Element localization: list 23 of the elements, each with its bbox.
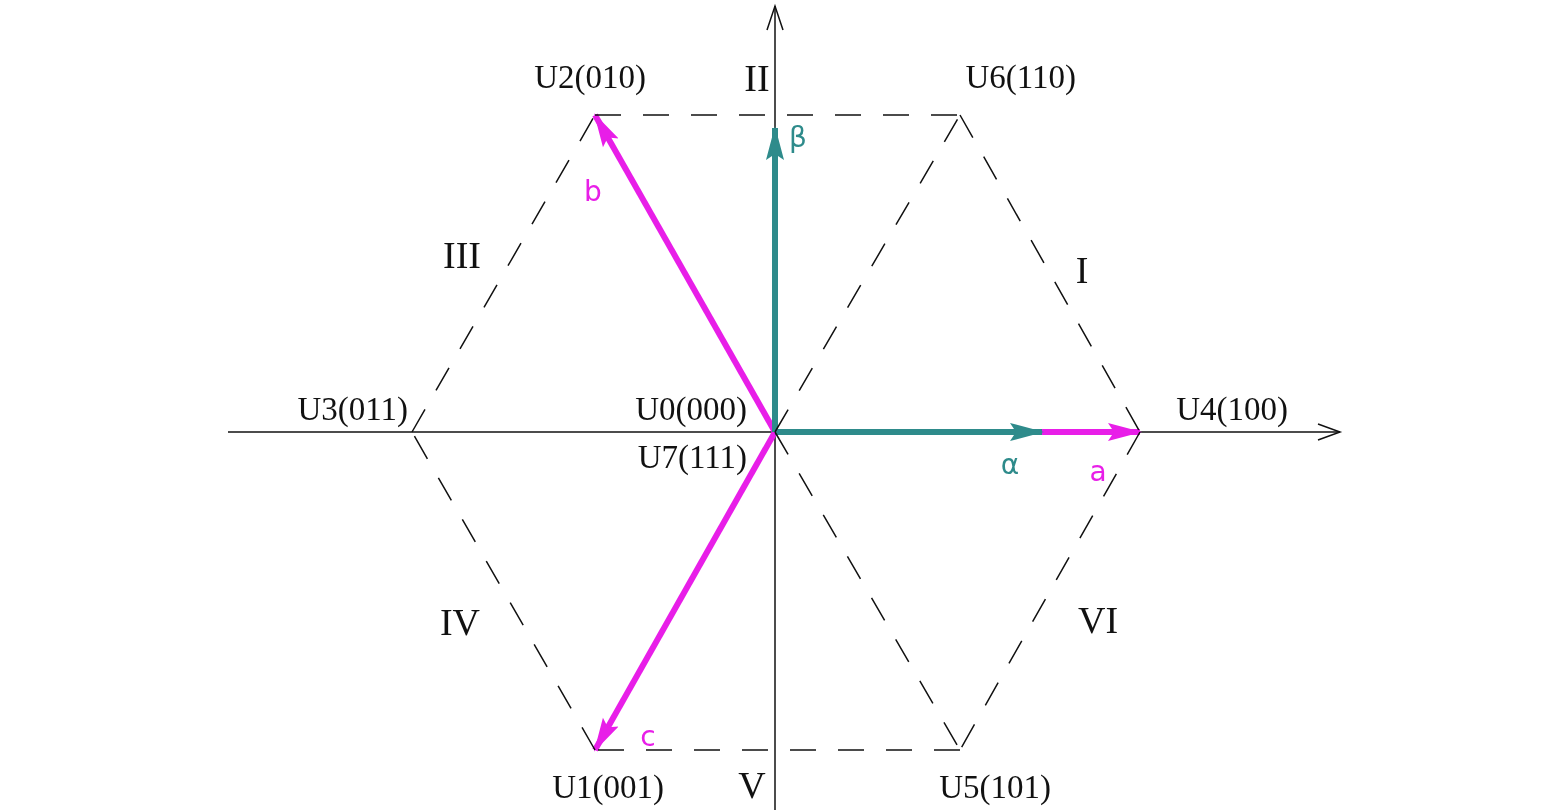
- sector-numeral: II: [744, 59, 770, 97]
- edge-label: α: [1000, 451, 1020, 479]
- vector-label: U5(101): [939, 768, 1052, 806]
- vector-arrow: [592, 430, 778, 752]
- sector-numeral: VI: [1077, 601, 1119, 639]
- sector-numeral: I: [1075, 251, 1089, 289]
- vector-label: U2(010): [534, 58, 647, 96]
- vector-label: U7(111): [637, 438, 748, 476]
- edge-label: a: [1089, 458, 1107, 486]
- sector-numeral: IV: [439, 603, 481, 641]
- vector-label: U1(001): [552, 768, 665, 806]
- edge-label: c: [640, 723, 656, 751]
- edge-label: b: [584, 178, 602, 206]
- vector-label: U0(000): [635, 390, 748, 428]
- vector-label: U4(100): [1176, 390, 1289, 428]
- vector-label: U3(011): [297, 390, 409, 428]
- dashed-line: [959, 114, 1141, 433]
- vector-arrow: [766, 126, 784, 432]
- sector-numeral: III: [443, 236, 481, 274]
- sector-numeral: V: [738, 766, 766, 804]
- vector-arrow: [775, 423, 1044, 441]
- edge-label: β: [789, 124, 807, 152]
- vector-label: U6(110): [965, 58, 1077, 96]
